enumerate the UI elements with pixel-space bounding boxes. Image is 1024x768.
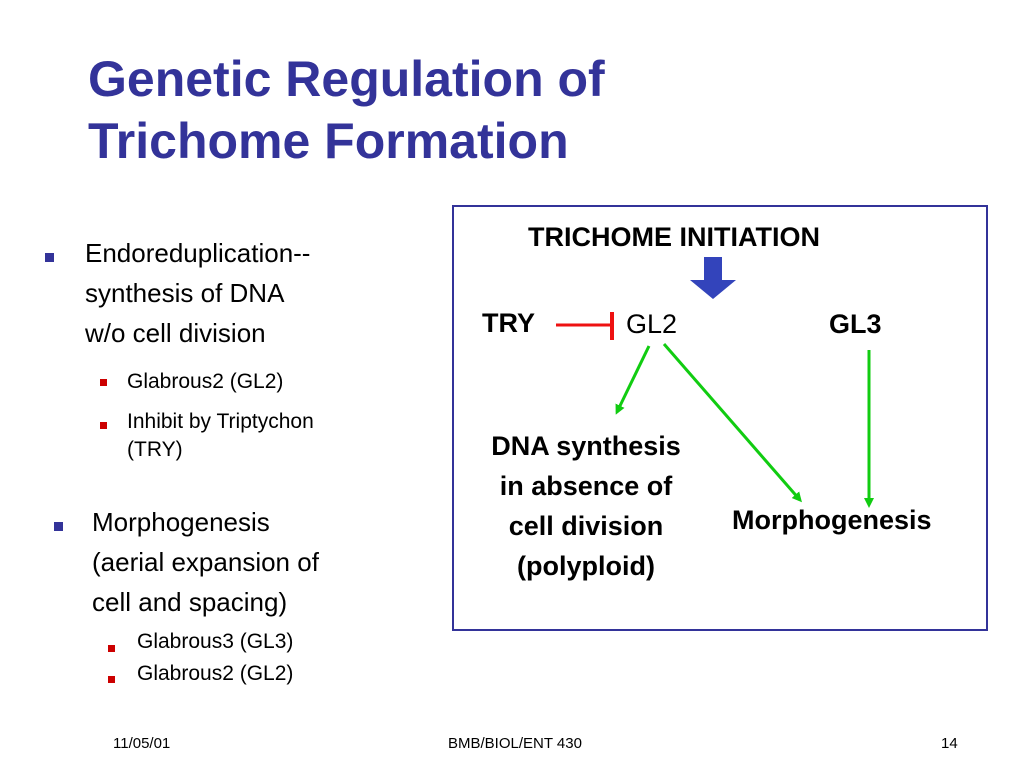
label-gl2: GL2 bbox=[626, 309, 678, 339]
bullet-line: cell and spacing) bbox=[92, 587, 288, 617]
sub-bullet-text: Inhibit by Triptychon (TRY) bbox=[127, 408, 314, 464]
sub-bullet-marker bbox=[100, 379, 107, 386]
bullet-text: Morphogenesis (aerial expansion of cell … bbox=[92, 502, 319, 622]
bullet-line: w/o cell division bbox=[85, 318, 266, 348]
bullet-line: Endoreduplication-- bbox=[85, 238, 311, 268]
footer-page-number: 14 bbox=[941, 735, 958, 752]
sub-bullet-marker bbox=[108, 676, 115, 683]
sub-bullet-line: Glabrous2 (GL2) bbox=[127, 370, 284, 393]
bullet-line: Morphogenesis bbox=[92, 507, 270, 537]
sub-bullet-line: Glabrous3 (GL3) bbox=[137, 630, 294, 653]
sub-bullet-line: Glabrous2 (GL2) bbox=[137, 662, 294, 685]
title-line-2: Trichome Formation bbox=[88, 113, 569, 169]
title-line-1: Genetic Regulation of bbox=[88, 51, 605, 107]
footer-date: 11/05/01 bbox=[113, 735, 171, 752]
label-trichome-initiation: TRICHOME INITIATION bbox=[528, 222, 820, 252]
dna-line: (polyploid) bbox=[517, 551, 655, 581]
bullet-marker bbox=[45, 253, 54, 262]
bullet-text: Endoreduplication-- synthesis of DNA w/o… bbox=[85, 233, 310, 353]
label-dna-synthesis: DNA synthesis in absence of cell divisio… bbox=[458, 426, 714, 586]
diagram-box bbox=[452, 205, 988, 631]
bullet-line: synthesis of DNA bbox=[85, 278, 285, 308]
dna-line: in absence of bbox=[499, 471, 673, 501]
bullet-line: (aerial expansion of bbox=[92, 547, 319, 577]
sub-bullet-marker bbox=[100, 422, 107, 429]
sub-bullet-marker bbox=[108, 645, 115, 652]
sub-bullet-line: Inhibit by Triptychon bbox=[127, 410, 314, 433]
dna-line: DNA synthesis bbox=[491, 431, 681, 461]
sub-bullet-text: Glabrous2 (GL2) bbox=[127, 368, 283, 396]
sub-bullet-line: (TRY) bbox=[127, 438, 183, 461]
label-morphogenesis: Morphogenesis bbox=[732, 505, 932, 535]
bullet-marker bbox=[54, 522, 63, 531]
label-try: TRY bbox=[482, 308, 535, 338]
footer-course: BMB/BIOL/ENT 430 bbox=[448, 735, 582, 752]
sub-bullet-text: Glabrous2 (GL2) bbox=[137, 660, 293, 688]
slide-title: Genetic Regulation of Trichome Formation bbox=[88, 48, 808, 172]
sub-bullet-text: Glabrous3 (GL3) bbox=[137, 628, 293, 656]
label-gl3: GL3 bbox=[829, 309, 882, 339]
dna-line: cell division bbox=[508, 511, 664, 541]
